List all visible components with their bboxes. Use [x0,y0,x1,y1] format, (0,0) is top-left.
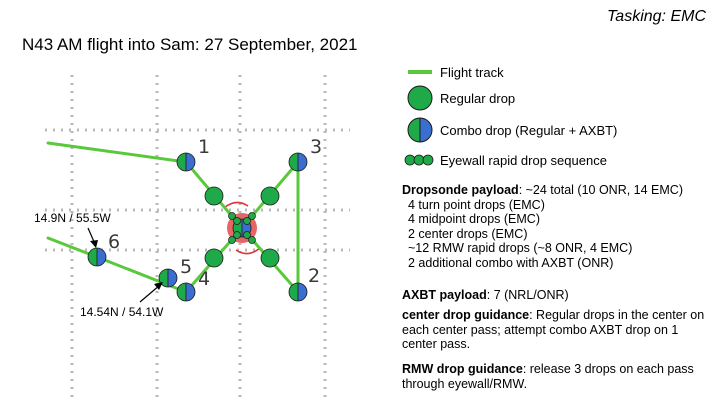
flight-track-diagram: 1 3 2 4 5 6 14.9N / 55.5W 14.54N / 54.1W [34,75,350,400]
combo-drop [176,152,196,172]
legend-label: Flight track [440,64,504,80]
center-drop-guidance: center drop guidance: Regular drops in t… [402,308,712,352]
center-text: : Regular drops in the center on each ce… [402,308,705,352]
payload-line: 4 midpoint drops (EMC) [408,212,540,227]
payload-line: 2 center drops (EMC) [408,226,528,241]
regular-drop [204,248,224,268]
turn-label-1: 1 [198,136,210,158]
dropsonde-payload: Dropsonde payload: ~24 total (10 ONR, 14… [402,183,712,271]
legend-label: Regular drop [440,90,516,106]
combo-drop [87,247,107,267]
flight-track-swatch [400,58,440,86]
regular-drop [204,186,224,206]
rapid-drop-sequence [228,212,256,244]
dropsonde-heading: Dropsonde payload [402,183,519,197]
legend-item-flight-track: Flight track [400,58,504,86]
coord-label-5: 14.54N / 54.1W [80,305,164,319]
legend-item-rapid-sequence: Eyewall rapid drop sequence [400,146,607,174]
combo-drop-icon [400,116,440,144]
legend-label: Combo drop (Regular + AXBT) [440,122,618,138]
rmw-text: : release 3 drops on each pass through e… [402,362,694,391]
dropsonde-summary: : ~24 total (10 ONR, 14 EMC) [518,183,683,197]
turn-label-4: 4 [198,268,210,290]
payload-line: 4 turn point drops (EMC) [408,197,545,212]
grid [45,75,350,400]
tasking-label: Tasking: EMC [607,8,706,25]
turn-label-6: 6 [108,231,120,253]
axbt-text: : 7 (NRL/ONR) [486,288,569,302]
rmw-drop-guidance: RMW drop guidance: release 3 drops on ea… [402,362,712,391]
combo-drop [288,152,308,172]
turn-label-3: 3 [310,136,322,158]
axbt-payload: AXBT payload: 7 (NRL/ONR) [402,288,712,303]
coord-label-6: 14.9N / 55.5W [34,211,111,225]
rapid-sequence-icon [400,146,440,174]
payload-line: 2 additional combo with AXBT (ONR) [408,255,614,270]
turn-label-5: 5 [180,256,192,278]
regular-drop [260,186,280,206]
legend-item-regular-drop: Regular drop [400,84,515,112]
legend-item-combo-drop: Combo drop (Regular + AXBT) [400,116,617,144]
axbt-heading: AXBT payload [402,288,487,302]
payload-line: ~12 RMW rapid drops (~8 ONR, 4 EMC) [408,241,633,256]
combo-drop [288,282,308,302]
regular-drop-icon [400,84,440,112]
center-heading: center drop guidance [402,308,530,322]
page-title: N43 AM flight into Sam: 27 September, 20… [22,35,358,54]
legend-label: Eyewall rapid drop sequence [440,152,607,168]
combo-drop [176,282,196,302]
regular-drop [260,248,280,268]
rmw-heading: RMW drop guidance [402,362,523,376]
regular-drops [204,186,280,268]
turn-label-2: 2 [308,265,320,287]
